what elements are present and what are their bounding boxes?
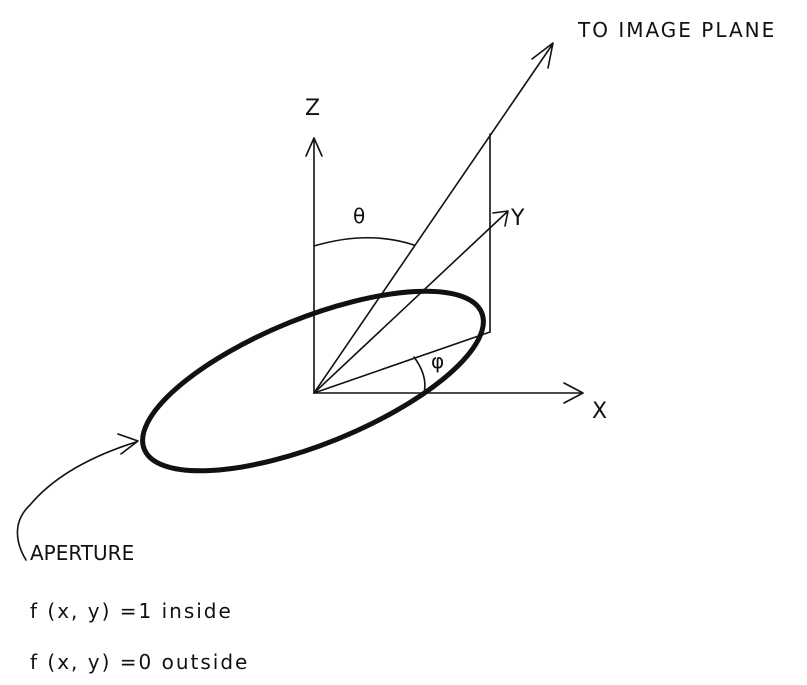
x-axis-arrowhead bbox=[563, 382, 584, 404]
phi-label: φ bbox=[431, 349, 444, 373]
aperture-ellipse bbox=[140, 288, 486, 474]
y-axis-arrowhead bbox=[492, 210, 509, 227]
image-plane-arrowhead bbox=[531, 42, 554, 69]
x-axis-label: X bbox=[592, 399, 607, 424]
image-plane-label: TO IMAGE PLANE bbox=[577, 18, 776, 42]
image-plane-direction-line bbox=[313, 44, 553, 394]
aperture-pointer-arrowhead bbox=[117, 433, 139, 455]
outside-equation: f (x, y) =0 outside bbox=[30, 650, 249, 674]
z-axis-label: Z bbox=[305, 96, 320, 121]
theta-arc bbox=[313, 236, 415, 247]
phi-arc bbox=[413, 356, 426, 394]
y-axis-label: Y bbox=[510, 206, 525, 231]
theta-label: θ bbox=[353, 204, 365, 228]
y-axis-line bbox=[313, 211, 508, 394]
inside-equation: f (x, y) =1 inside bbox=[30, 599, 233, 623]
aperture-label: APERTURE bbox=[30, 541, 134, 565]
z-axis-arrowhead bbox=[305, 137, 323, 157]
aperture-pointer-curve bbox=[16, 441, 137, 561]
projection-line bbox=[313, 331, 491, 394]
